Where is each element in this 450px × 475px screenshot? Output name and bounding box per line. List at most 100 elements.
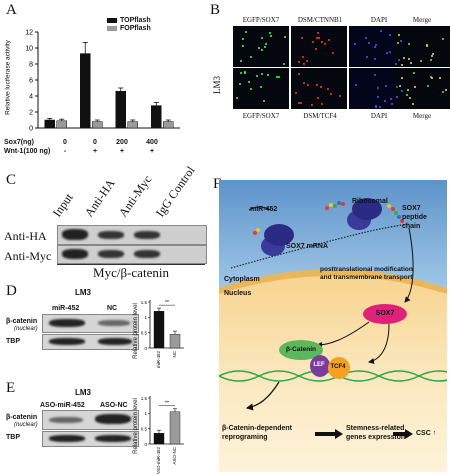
e-title: LM3 bbox=[75, 388, 91, 397]
b-fluor-dot bbox=[300, 36, 303, 39]
a-ytick-label-6: 12 bbox=[25, 30, 33, 37]
c-lane-anti-ha: Anti-HA bbox=[81, 176, 118, 220]
b-fluor-dot bbox=[407, 89, 409, 92]
b-fluor-dot bbox=[321, 40, 324, 43]
b-fluor-dot bbox=[316, 32, 319, 35]
b-fluor-dot bbox=[303, 81, 306, 84]
panel-label-a: A bbox=[6, 2, 17, 18]
e-band-tbp-nc bbox=[95, 435, 131, 442]
b-fluor-dot bbox=[259, 85, 262, 88]
b-fluor-dot bbox=[396, 85, 399, 88]
a-ytick-label-5: 10 bbox=[25, 46, 33, 53]
d-xlabel-1: NC bbox=[172, 350, 177, 357]
b-fluor-dot bbox=[295, 92, 298, 94]
b-fluor-dot bbox=[260, 72, 263, 75]
d-blot-tbp bbox=[42, 334, 139, 350]
b-fluor-dot bbox=[283, 35, 286, 38]
d-ytick-label-3: 1.5 bbox=[141, 300, 148, 305]
b-fluor-dot bbox=[432, 53, 435, 56]
d-blot-bcat bbox=[42, 314, 139, 333]
b-fluor-dot bbox=[244, 30, 247, 33]
sox7-dose-1: 0 bbox=[63, 139, 67, 146]
panel-a-sox7-label: Sox7(ng) bbox=[4, 139, 34, 146]
b-fluor-dot bbox=[239, 59, 242, 62]
c-band-myc-antiha bbox=[98, 250, 124, 258]
b-fluor-dot bbox=[441, 38, 444, 41]
b-fluor-dot bbox=[401, 63, 404, 66]
b-fluor-dot bbox=[297, 61, 300, 64]
f-lef-label: LEF bbox=[313, 362, 325, 368]
f-tcf4-protein bbox=[328, 357, 350, 379]
b-fluor-dot bbox=[354, 43, 357, 46]
e-ytick-label-0: 0 bbox=[144, 442, 147, 447]
e-row-bcat: β-catenin bbox=[6, 414, 38, 421]
c-band-ha-antiha bbox=[98, 231, 124, 239]
e-band-bcat-aso bbox=[49, 417, 83, 423]
e-xlabel-0: ASO-miR-452 bbox=[156, 447, 161, 474]
wnt-2: + bbox=[92, 148, 98, 155]
f-sox7-label: SOX7 bbox=[375, 310, 395, 317]
d-band-tbp-mir bbox=[49, 338, 85, 345]
d-band-bcat-nc bbox=[98, 320, 130, 326]
b-fluor-dot bbox=[324, 43, 327, 46]
b-fluor-dot bbox=[310, 103, 313, 106]
f-modification-label: posttranslational modification and trans… bbox=[320, 266, 413, 281]
b-fluor-dot bbox=[376, 95, 379, 98]
b-fluor-dot bbox=[247, 81, 250, 84]
b-fluor-dot bbox=[426, 84, 429, 87]
e-bar-1 bbox=[169, 411, 181, 445]
b-fluor-dot bbox=[430, 59, 433, 62]
b-fluor-dot bbox=[320, 102, 323, 105]
f-ribosome-right-large bbox=[352, 198, 382, 220]
a-ytick-label-1: 2 bbox=[29, 110, 33, 117]
b-fluor-dot bbox=[377, 86, 380, 89]
b-fluor-dot bbox=[399, 40, 402, 43]
f-step2: Stemness-related genes expression bbox=[346, 425, 406, 441]
f-arrow-sox7-tcf bbox=[368, 323, 390, 364]
b-fluor-dot bbox=[244, 72, 247, 75]
panel-label-c: C bbox=[6, 172, 17, 188]
b-fluor-dot bbox=[365, 55, 368, 58]
f-arrow-transport bbox=[404, 227, 414, 303]
d-title: LM3 bbox=[75, 288, 91, 297]
legend-topflash-label: TOPflash bbox=[120, 17, 151, 24]
b-fluor-dot bbox=[242, 44, 245, 47]
e-row-tbp: TBP bbox=[6, 434, 20, 441]
c-blot-ha bbox=[57, 225, 207, 245]
b-fluor-dot bbox=[375, 105, 378, 108]
b-fluor-dot bbox=[410, 62, 413, 65]
b-fluor-dot bbox=[386, 51, 389, 54]
b-fluor-dot bbox=[297, 101, 300, 104]
b-fluor-dot bbox=[407, 42, 410, 45]
b-fluor-dot bbox=[327, 88, 330, 91]
b-fluor-dot bbox=[431, 54, 434, 57]
f-tcf4-label: TCF4 bbox=[330, 364, 346, 370]
b-fluor-dot bbox=[301, 56, 304, 59]
b-fluor-dot bbox=[262, 100, 265, 103]
b-fluor-dot bbox=[275, 75, 278, 78]
b-fluor-dot bbox=[331, 51, 334, 54]
d-bar-1 bbox=[169, 334, 181, 349]
b-header-r1-1: EGFP/SOX7 bbox=[242, 16, 280, 24]
b-fluor-dot bbox=[282, 62, 285, 65]
e-bar-0 bbox=[153, 433, 165, 445]
sox7-dose-3: 200 bbox=[116, 139, 128, 146]
b-fluor-dot bbox=[267, 74, 270, 77]
b-fluor-dot bbox=[398, 59, 401, 62]
c-row-anti-myc: Anti-Myc bbox=[4, 249, 52, 263]
b-fluor-dot bbox=[379, 105, 382, 108]
b-img-merge-1 bbox=[394, 26, 450, 67]
b-fluor-dot bbox=[379, 29, 382, 32]
e-band-tbp-aso bbox=[49, 435, 85, 442]
d-lane-mir452: miR-452 bbox=[52, 305, 80, 312]
b-fluor-dot bbox=[317, 37, 320, 40]
b-fluor-dot bbox=[426, 45, 429, 48]
c-row-anti-ha: Anti-HA bbox=[4, 229, 47, 243]
a-bar-topflash-3 bbox=[151, 105, 162, 129]
b-fluor-dot bbox=[249, 88, 252, 91]
b-fluor-dot bbox=[373, 58, 376, 61]
legend-fopflash: FOPflash bbox=[107, 25, 151, 32]
f-mrna-label: SOX7 mRNA bbox=[286, 243, 329, 250]
b-fluor-dot bbox=[368, 41, 371, 44]
b-fluor-dot bbox=[396, 96, 399, 99]
